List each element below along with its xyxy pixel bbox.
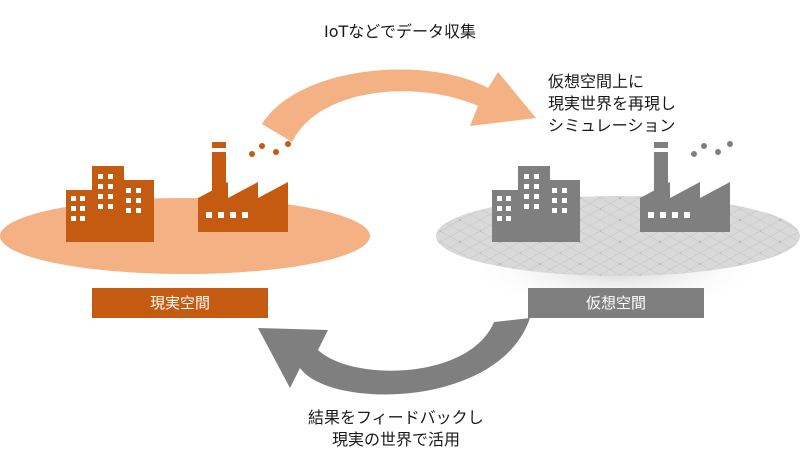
right-caption-line-3: シミュレーション [548, 116, 676, 135]
virtual-space-label: 仮想空間 [528, 288, 704, 318]
buildings-icon [492, 166, 580, 242]
factory-icon [198, 141, 291, 232]
factory-icon [640, 141, 733, 232]
real-space-disc [0, 198, 370, 274]
bottom-caption-line-2: 現実の世界で活用 [332, 430, 461, 449]
bottom-caption-line-1: 結果をフィードバックし [308, 408, 484, 427]
buildings-icon [66, 166, 154, 242]
right-caption-line-2: 現実世界を再現し [548, 94, 677, 113]
real-space-label: 現実空間 [92, 288, 268, 318]
right-caption-line-1: 仮想空間上に [548, 72, 645, 91]
virtual-space-network [436, 196, 800, 276]
data-collection-arrow [262, 69, 536, 142]
top-caption: IoTなどでデータ収集 [324, 22, 476, 41]
feedback-arrow [258, 318, 530, 395]
